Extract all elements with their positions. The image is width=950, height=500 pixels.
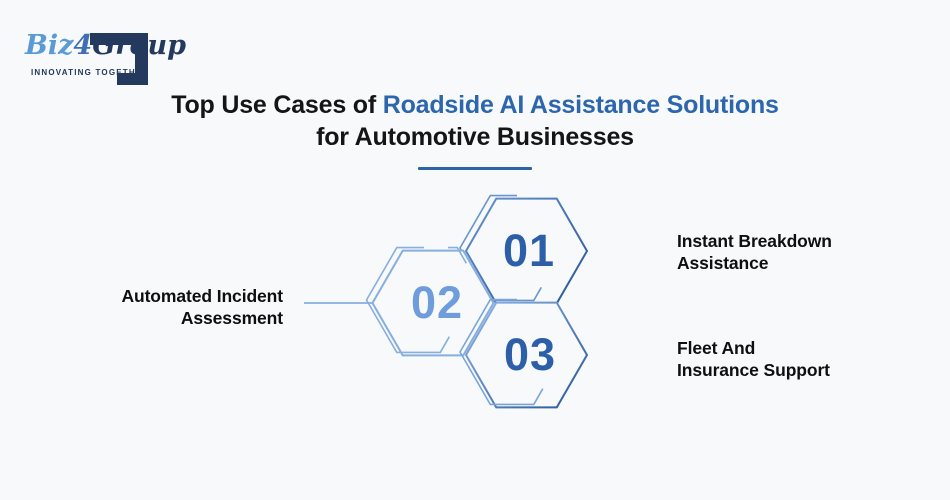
brand-part-biz: Biz	[25, 30, 74, 61]
hexagon-03-echo-line	[459, 298, 544, 406]
step-label-line: Assistance	[677, 253, 769, 273]
brand-part-group: Group	[92, 30, 187, 61]
hexagon-02-corner-echo-line	[448, 246, 467, 264]
step-number-02: 02	[410, 277, 464, 328]
brand-text: Biz4Group	[25, 30, 186, 62]
step-label-line: Assessment	[180, 308, 283, 328]
step-label-line: Automated Incident	[121, 286, 283, 306]
title-highlight: Roadside AI Assistance Solutions	[382, 91, 779, 119]
logo-tagline: INNOVATING TOGETHER	[31, 68, 150, 77]
biz4group-logo: Biz4Group INNOVATING TOGETHER	[25, 12, 186, 92]
logo-bracket-icon	[90, 33, 148, 85]
hexagon-02-shape	[371, 249, 495, 357]
step-label-line: Fleet And	[677, 338, 756, 358]
title-divider	[418, 167, 532, 170]
step-label-line: Insurance Support	[677, 360, 830, 380]
hexagon-02-echo-line	[365, 246, 450, 354]
step-number-03: 03	[503, 329, 557, 380]
step-label-line: Instant Breakdown	[677, 231, 832, 251]
title-line-1: Top Use Cases of Roadside AI Assistance …	[0, 89, 950, 121]
page-title: Top Use Cases of Roadside AI Assistance …	[0, 89, 950, 153]
title-line-2: for Automotive Businesses	[316, 123, 634, 151]
step-label-instant-breakdown-assistance: Instant Breakdown Assistance	[677, 230, 877, 274]
step-number-01: 01	[502, 225, 556, 276]
title-prefix: Top Use Cases of	[171, 91, 383, 119]
brand-part-4: 4	[73, 30, 93, 61]
step-label-fleet-and-insurance-support: Fleet And Insurance Support	[677, 337, 877, 381]
step-label-automated-incident-assessment: Automated Incident Assessment	[60, 285, 283, 329]
